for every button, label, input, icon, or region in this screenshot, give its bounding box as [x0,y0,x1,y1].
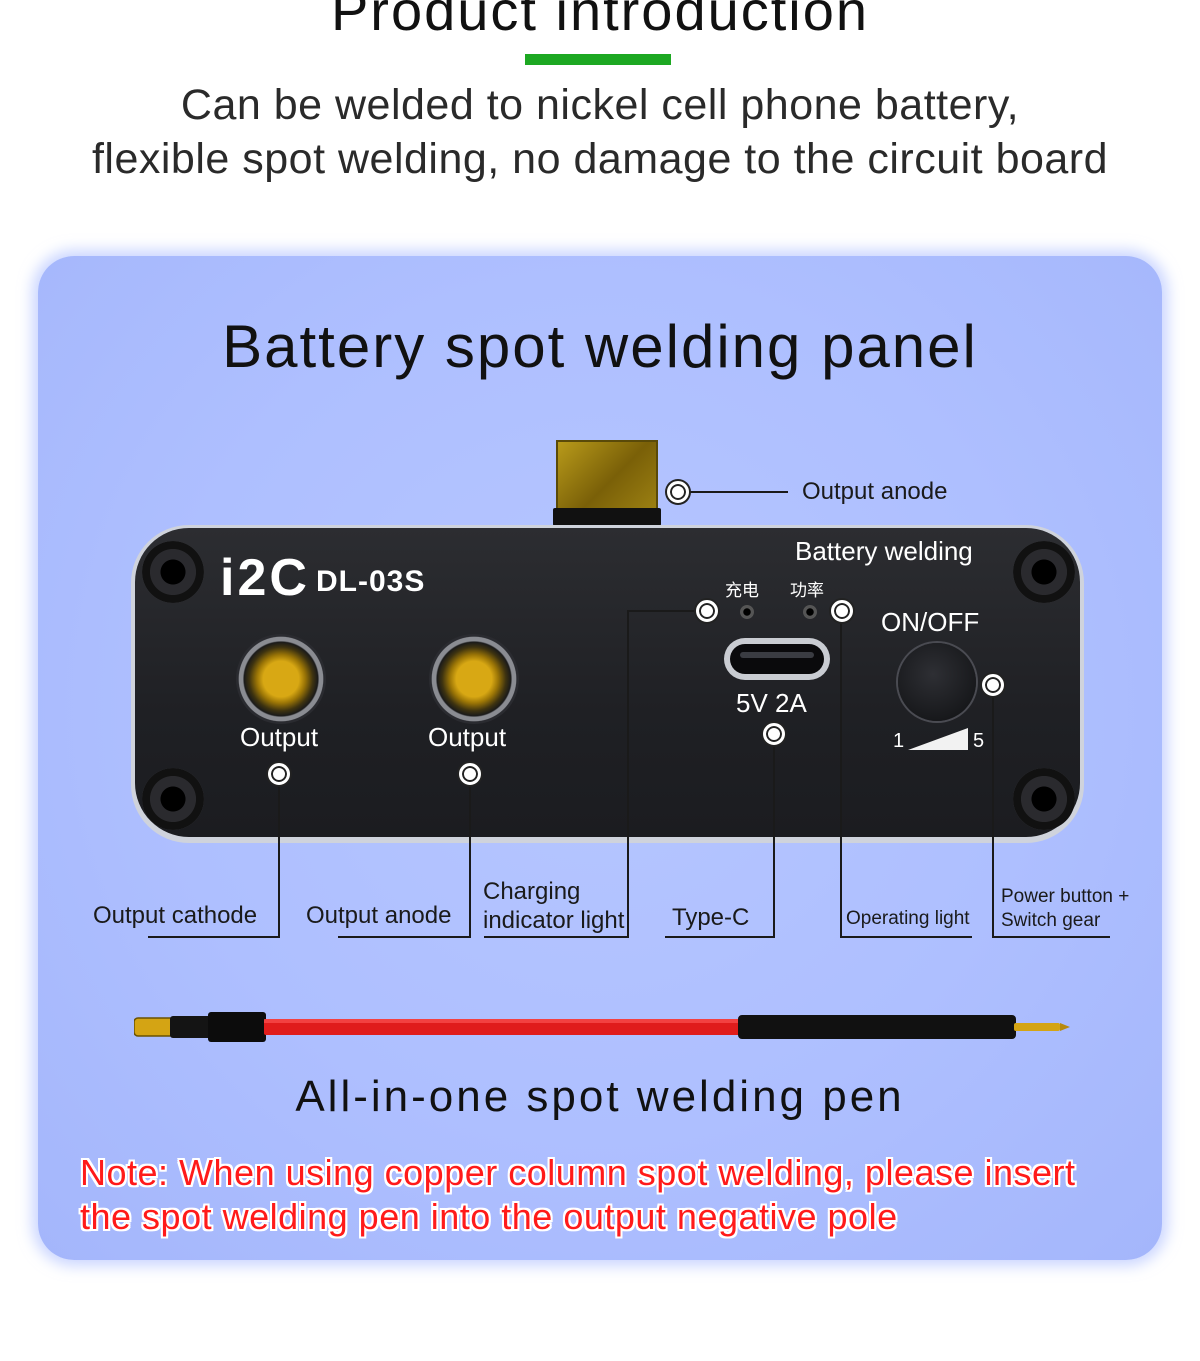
type-c-port[interactable] [724,638,830,680]
type-c-port-inner [730,644,824,674]
power-label: 功率 [790,581,824,600]
gear-scale-icon [908,728,968,750]
callout-operating-light: Operating light [846,908,970,929]
leader-line [627,610,697,612]
callout-top-output-anode: Output anode [802,478,948,505]
marker-dot [763,723,785,745]
leader-line [148,936,280,938]
intro-line-2: flexible spot welding, no damage to the … [91,135,1109,183]
title-underline [525,54,671,65]
intro-line-1: Can be welded to nickel cell phone batte… [180,81,1020,129]
marker-dot [696,600,718,622]
leader-line [338,936,471,938]
callout-power-line1: Power button + [1001,886,1130,907]
output-socket-left[interactable] [236,634,326,724]
callout-charging-line2: indicator light [483,907,625,934]
gear-max-label: 5 [973,730,985,752]
screw-icon [1013,541,1075,603]
panel-title: Battery spot welding panel [222,313,978,380]
marker-dot [831,600,853,622]
gear-min-label: 1 [893,730,905,752]
pen-caption: All-in-one spot welding pen [295,1072,905,1121]
callout-output-anode: Output anode [306,902,452,929]
operating-led [803,605,817,619]
output-right-label: Output [428,722,507,752]
output-socket-right[interactable] [429,634,519,724]
output-left-label: Output [240,722,319,752]
leader-line [773,744,775,938]
page-title: Product introduction [330,0,870,42]
note-line-1: Note: When using copper column spot weld… [80,1152,1076,1193]
marker-dot [268,763,290,785]
screw-icon [1013,768,1075,830]
charge-label: 充电 [725,581,759,600]
marker-dot [667,481,689,503]
callout-charging-line1: Charging [483,878,581,905]
intro-text: Can be welded to nickel cell phone batte… [0,78,1200,186]
power-knob[interactable] [898,643,976,721]
leader-line [840,622,842,938]
callout-power-line2: Switch gear [1001,910,1101,931]
leader-line [627,610,629,938]
welding-pen-illustration [134,1012,1070,1042]
leader-line [992,936,1110,938]
leader-line [469,784,471,938]
leader-line [484,936,629,938]
anode-plug-base [553,508,661,526]
type-c-tongue [740,652,814,658]
leader-line [840,936,972,938]
battery-welding-label: Battery welding [795,536,973,566]
marker-dot [982,674,1004,696]
callout-output-cathode: Output cathode [93,902,258,929]
leader-line [665,936,775,938]
model-label: DL-03S [316,565,426,598]
callout-type-c: Type-C [672,904,750,931]
note-line-2: the spot welding pen into the output neg… [80,1196,898,1237]
leader-line [278,784,280,938]
screw-icon [142,541,204,603]
usb-rating-label: 5V 2A [736,688,807,718]
leader-line [688,491,788,493]
leader-line [992,695,994,938]
charging-led [740,605,754,619]
brand-logo: i2C [220,549,310,607]
on-off-label: ON/OFF [881,607,980,637]
screw-icon [142,768,204,830]
usage-note: Note: When using copper column spot weld… [80,1151,1160,1239]
marker-dot [459,763,481,785]
